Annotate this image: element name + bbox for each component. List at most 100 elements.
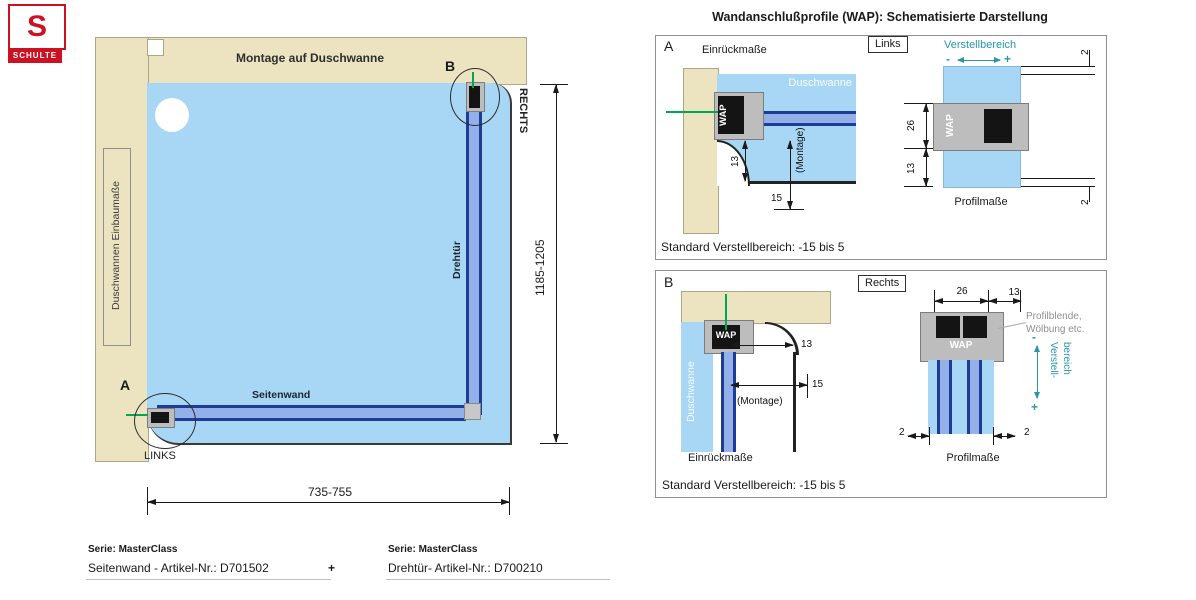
panel-a-d2top-tick1 [1021, 66, 1095, 67]
panel-b-d15-arrow [730, 382, 808, 388]
callout-circle-b [450, 68, 500, 126]
logo-letter: S [26, 10, 47, 43]
panel-b-d2l-label: 2 [899, 427, 905, 438]
panel-b-d13b-label: 13 [1008, 287, 1020, 298]
footer-plus: + [328, 561, 336, 575]
panel-b-verstell-line2: bereich [1061, 342, 1072, 375]
panel-b-profile-wap-label: WAP [949, 340, 973, 351]
panel-b-id: B [664, 274, 674, 290]
point-a-label: A [120, 377, 131, 393]
panel-a-d2top-label: 2 [1080, 49, 1091, 55]
panel-b-glass-bar2 [967, 360, 982, 434]
panel-b-profile-body [920, 312, 1004, 362]
panel-b-tray-edge [793, 352, 796, 452]
panel-a-wap-profile [718, 96, 744, 134]
panel-a-id: A [664, 38, 674, 54]
panel-a-duschwanne-label: Duschwanne [788, 77, 852, 89]
vdim-tick-bottom [540, 443, 568, 444]
plan-corner-notch [147, 39, 164, 56]
callout-circle-a [134, 393, 196, 449]
panel-a-verstellbereich: Verstellbereich [944, 39, 1017, 51]
panel-a-d26-arrow [923, 103, 929, 149]
panel-b-montage-label: (Montage) [737, 396, 783, 407]
panel-a-einrueckmasse: Einrückmaße [702, 44, 767, 56]
panel-b-d13-label: 13 [801, 339, 813, 350]
panel-a-tag: Links [868, 36, 908, 53]
left-wall-label-box: Duschwannen Einbaumaße [103, 148, 131, 346]
panel-b-profilblende-line2: Wölbung etc. [1026, 324, 1085, 335]
panel-a-d2bot-leader [1089, 186, 1090, 202]
panel-b-wall [681, 291, 831, 324]
panel-b-d2l-tick [929, 427, 930, 445]
panel-b-d13-arrow [730, 342, 794, 348]
side-wall-label: Seitenwand [252, 389, 311, 401]
plan-top-wall [95, 37, 527, 85]
panel-a-d26-tick-top [904, 103, 933, 104]
panel-a-d2bot-label: 2 [1080, 199, 1091, 205]
panel-a-d2top-tick2 [1021, 74, 1095, 75]
panel-a-d13-label: 13 [730, 155, 741, 167]
schulte-logo: S SCHULTE [8, 4, 66, 64]
panel-b-verstell-line1: Verstell- [1048, 342, 1059, 379]
side-wall-profile [157, 405, 466, 421]
door-profile [466, 88, 482, 415]
footer-series-right: Serie: MasterClass [388, 544, 478, 555]
profile-junction-block [464, 403, 481, 420]
panel-a-profile-wap-label: WAP [945, 114, 956, 138]
panel-b-d15-tick [807, 374, 808, 398]
height-range-label: 1185-1205 [533, 239, 547, 296]
panel-b-profilblende-line1: Profilblende, [1026, 311, 1082, 322]
links-label: LINKS [144, 450, 176, 462]
left-wall-label: Duschwannen Einbaumaße [110, 181, 122, 311]
panel-a-d15-label: 15 [770, 193, 784, 204]
panel-b-profilblende: Profilblende, Wölbung etc. [1026, 310, 1106, 336]
panel-b-adjust-arrow [1034, 345, 1040, 399]
panel-a-profilmasse: Profilmaße [954, 196, 1008, 208]
panel-a-adjust-arrow [957, 57, 1001, 63]
panel-b-standard-note: Standard Verstellbereich: -15 bis 5 [662, 478, 846, 492]
panel-a-d15-arrow [787, 140, 793, 210]
panel-b-mount-mark [725, 294, 727, 330]
panel-a-mount-mark [666, 111, 718, 113]
panel-b-profilmasse: Profilmaße [946, 452, 1000, 464]
panel-a-d2top-leader [1089, 50, 1090, 66]
footer-article-right-row: Drehtür- Artikel-Nr.: D700210 [386, 559, 610, 580]
wap-title: Wandanschlußprofile (WAP): Schematisiert… [712, 10, 1048, 24]
panel-b-minus: - [1032, 330, 1036, 344]
panel-b-d13b-tick [1020, 290, 1021, 312]
panel-a-wap-label: WAP [718, 104, 729, 126]
panel-a-d13-arrow [742, 140, 748, 182]
panel-b-d26-tick1 [934, 290, 935, 312]
panel-a-d13b-tick [904, 186, 933, 187]
panel-a-d13b-label: 13 [906, 162, 917, 174]
panel-b-d2r-tick [993, 427, 994, 445]
panel-b-d2r-arrow [993, 433, 1016, 439]
footer-article-left-row: Seitenwand - Artikel-Nr.: D701502 [86, 559, 331, 580]
panel-a-d26-label: 26 [906, 119, 917, 131]
logo-mark: S [8, 4, 66, 50]
panel-b-d15-label: 15 [812, 379, 824, 390]
footer-article-right: Drehtür- Artikel-Nr.: D700210 [388, 561, 543, 575]
panel-b-profile-core2 [963, 316, 987, 338]
panel-a-d15-tick [774, 209, 804, 210]
panel-a-d26-tick-bottom [904, 148, 933, 149]
panel-b-d13b-arrow [988, 298, 1022, 304]
panel-b-glass [721, 352, 736, 452]
rechts-label: RECHTS [517, 88, 529, 134]
footer-article-left: Seitenwand - Artikel-Nr.: D701502 [88, 561, 269, 575]
panel-b-d26-arrow [934, 298, 989, 304]
panel-b-profile-core1 [936, 316, 960, 338]
panel-b-wap-label: WAP [715, 330, 737, 340]
shower-tray [147, 83, 512, 445]
panel-a-glass [758, 111, 856, 126]
panel-a-profile-body [933, 103, 1029, 151]
panel-b-d26-label: 26 [956, 286, 968, 297]
panel-a-tray-edge [746, 181, 856, 184]
plan-top-wall-label: Montage auf Duschwanne [235, 51, 384, 65]
panel-a-minus: - [946, 52, 950, 66]
panel-b-einrueckmasse: Einrückmaße [688, 452, 753, 464]
point-b-label: B [445, 58, 456, 74]
panel-a-d2bot-tick2 [1021, 186, 1095, 187]
panel-b-plus: + [1031, 400, 1039, 414]
